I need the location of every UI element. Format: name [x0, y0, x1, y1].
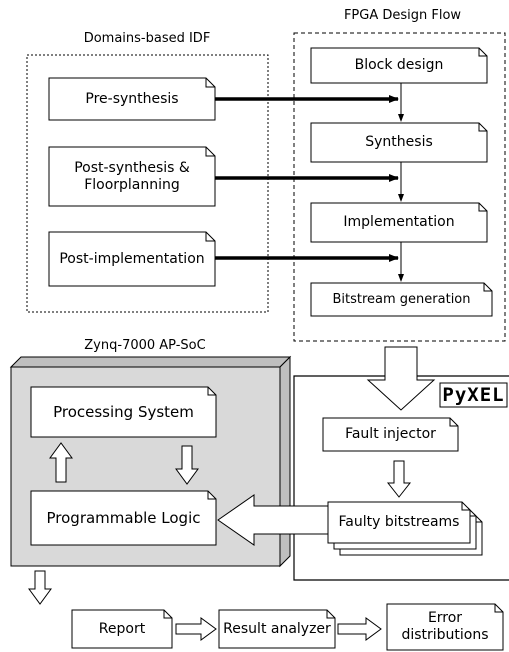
soc-block-side — [279, 355, 291, 568]
arrow-pl-to-ps — [49, 442, 73, 483]
post-synthesis-line1: Post-synthesis & — [74, 159, 190, 176]
processing-system-box — [30, 386, 217, 438]
result-analyzer-doc — [218, 609, 336, 649]
implementation-label: Implementation — [343, 214, 455, 231]
programmable-logic-label: Programmable Logic — [46, 509, 201, 527]
bitstream-generation-label: Bitstream generation — [332, 291, 471, 307]
programmable-logic-box — [30, 490, 217, 546]
fpga-container — [293, 32, 506, 342]
synthesis-label: Synthesis — [365, 134, 433, 151]
arrow-soc-to-report — [28, 570, 52, 605]
arrow-bitstreams-to-pl — [217, 494, 329, 546]
post-synthesis-doc — [48, 146, 216, 207]
soc-block-top — [9, 356, 292, 368]
report-label: Report — [98, 620, 146, 637]
implementation-doc — [310, 202, 488, 243]
faulty-bitstreams-label: Faulty bitstreams — [338, 514, 460, 531]
fault-injector-doc — [322, 417, 459, 452]
report-doc — [71, 609, 173, 649]
post-implementation-label: Post-implementation — [59, 250, 205, 267]
arrow-bitstream-to-injector — [366, 346, 436, 411]
post-synthesis-line2: Floorplanning — [84, 176, 180, 193]
arrow-injector-to-bitstreams — [386, 460, 412, 498]
pyxel-logo: PyXEL — [442, 384, 505, 406]
synthesis-doc — [310, 122, 488, 163]
pre-synthesis-doc — [48, 77, 216, 121]
pre-synthesis-label: Pre-synthesis — [85, 90, 179, 107]
arrow-ps-to-pl — [175, 445, 199, 485]
block-design-label: Block design — [354, 57, 444, 74]
fpga-group-title: FPGA Design Flow — [343, 8, 462, 23]
block-design-doc — [310, 47, 488, 84]
post-synthesis-label: Post-synthesis & Floorplanning — [49, 147, 215, 206]
arrow-report-to-analyzer — [175, 617, 217, 641]
error-distributions-label: Error distributions — [387, 604, 503, 650]
result-analyzer-label: Result analyzer — [223, 620, 331, 637]
bitstream-generation-doc — [310, 282, 493, 317]
idf-container — [26, 54, 269, 313]
faulty-bitstreams-doc — [327, 501, 471, 544]
error-line1: Error — [427, 610, 463, 627]
fault-injector-label: Fault injector — [345, 426, 436, 443]
arrow-analyzer-to-errors — [337, 617, 382, 641]
post-implementation-doc — [48, 231, 216, 287]
processing-system-label: Processing System — [53, 403, 194, 421]
error-line2: distributions — [401, 627, 489, 643]
error-distributions-doc — [386, 603, 504, 651]
idf-group-title: Domains-based IDF — [83, 31, 211, 46]
soc-group-title: Zynq-7000 AP-SoC — [84, 338, 206, 353]
